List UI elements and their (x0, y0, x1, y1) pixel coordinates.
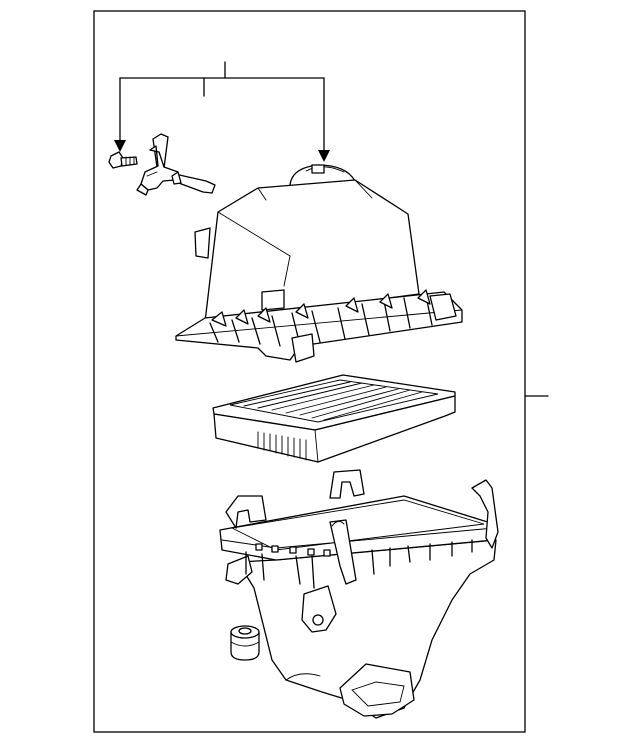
callout-bracket (114, 61, 330, 162)
arrow-down-icon (318, 150, 330, 162)
filter-icon (212, 374, 456, 463)
grommet-icon (230, 625, 260, 661)
arrow-down-icon (114, 140, 126, 152)
housing-cover-icon (175, 164, 463, 363)
sensor-icon (136, 133, 216, 196)
screw-icon (108, 151, 138, 169)
diagram-frame (93, 10, 526, 733)
housing-case-icon (219, 469, 499, 719)
